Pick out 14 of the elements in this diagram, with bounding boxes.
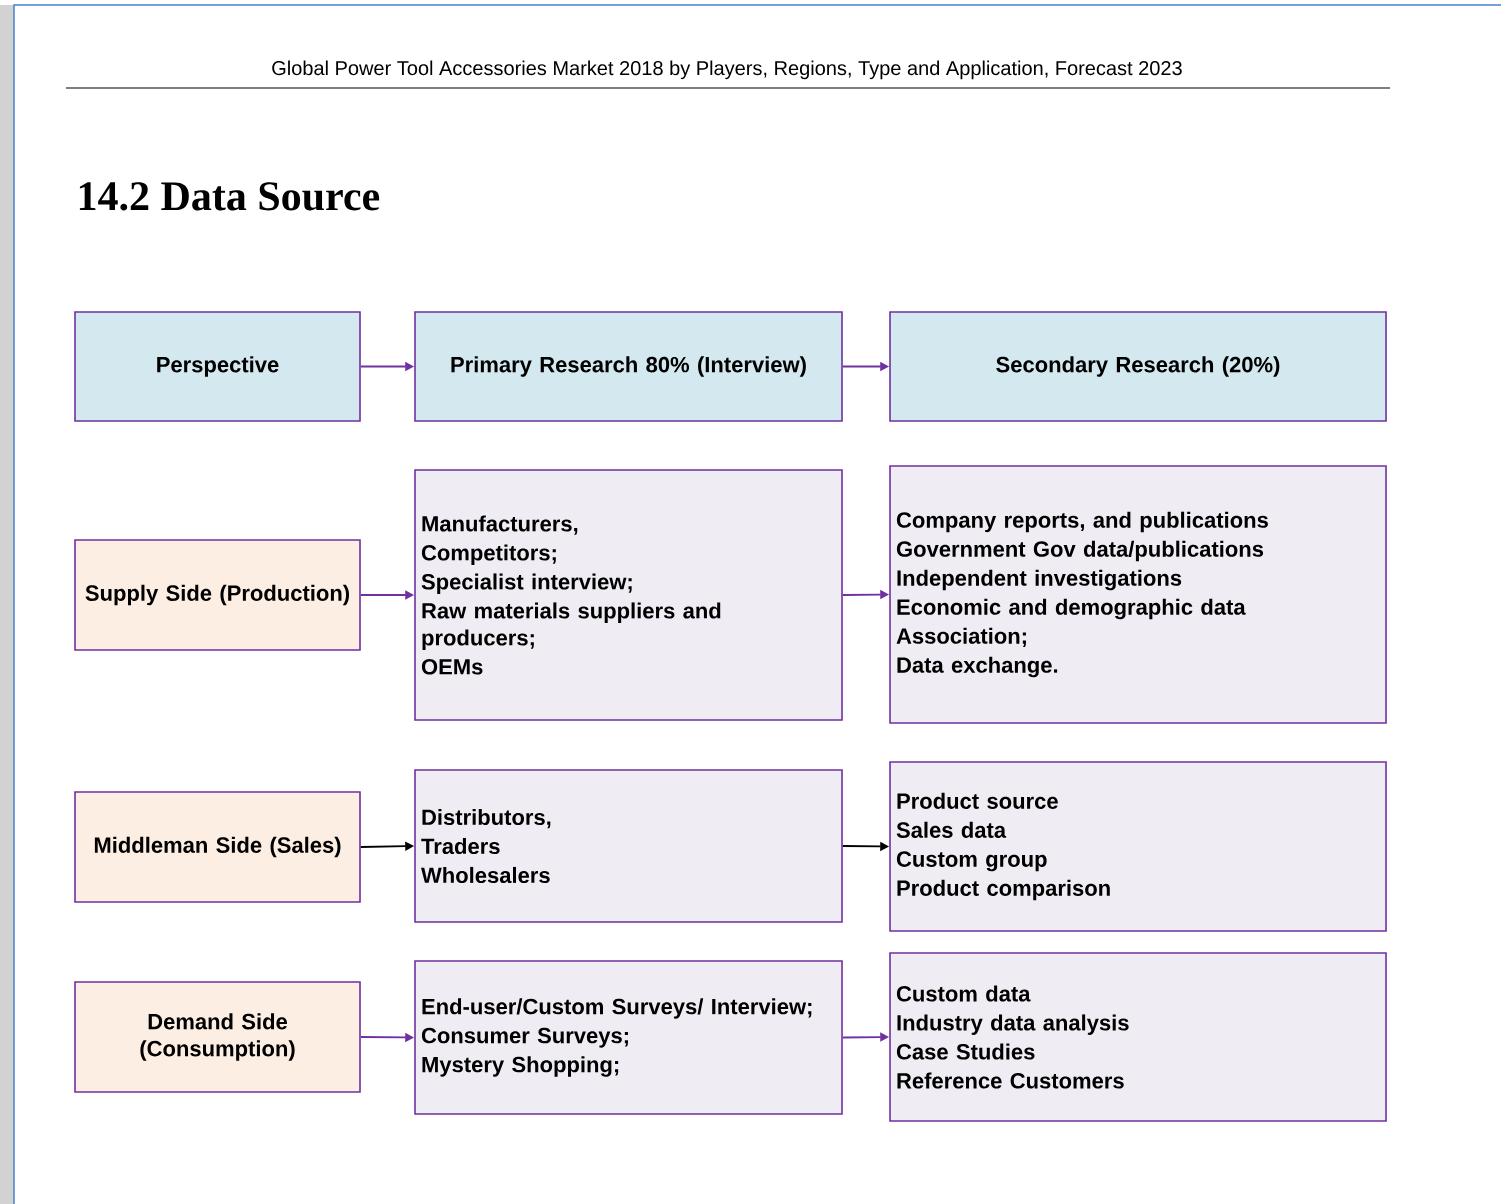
list-box: Custom data Industry data analysis Case Studies Reference Customers: [889, 952, 1387, 1122]
section-title: 14.2 Data Source: [79, 182, 380, 211]
header-box: Secondary Research (20%): [889, 311, 1387, 422]
list-box: End-user/Custom Surveys/ Interview; Consumer Surveys; Mystery Shopping;: [414, 960, 843, 1115]
list-box: Company reports, and publications Government Gov data/publications Independent investigations Economic and demographic data Association; Data exchange.: [889, 465, 1387, 724]
header-box: Primary Research 80% (Interview): [414, 311, 843, 422]
running-header: Global Power Tool Accessories Market 2018 by Players, Regions, Type and Application, Forecast 2023: [272, 60, 1182, 80]
list-box: Product source Sales data Custom group Product comparison: [889, 761, 1387, 932]
header-box: Perspective: [74, 311, 361, 422]
list-box: Distributors, Traders Wholesalers: [414, 769, 843, 923]
category-box: Demand Side (Consumption): [74, 981, 361, 1093]
list-box: Manufacturers, Competitors; Specialist interview; Raw materials suppliers and producers; OEMs: [414, 469, 843, 721]
category-box: Supply Side (Production): [74, 539, 361, 651]
category-box: Middleman Side (Sales): [74, 791, 361, 903]
